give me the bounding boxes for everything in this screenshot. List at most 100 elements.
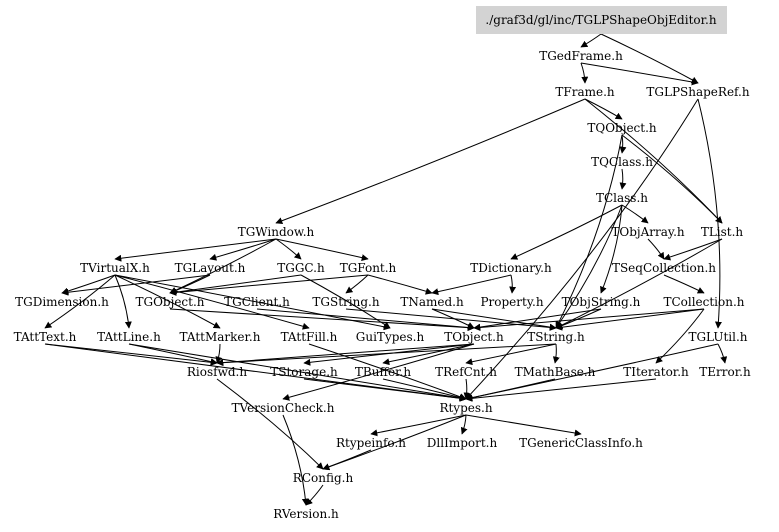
- node-tgdimension[interactable]: TGDimension.h: [15, 295, 109, 309]
- node-tqobject[interactable]: TQObject.h: [587, 121, 657, 135]
- edge-tversioncheck-to-rversion: [282, 414, 309, 506]
- edge-tcollection-to-titerator: [655, 308, 705, 364]
- edge-tobject-to-riosfwd: [216, 343, 475, 367]
- node-tversioncheck[interactable]: TVersionCheck.h: [232, 401, 335, 415]
- edge-tlist-to-tseqcollection: [663, 238, 723, 261]
- edge-tgwindow-to-tvirtualx: [114, 238, 277, 262]
- edge-tstring-to-tmathbase: [552, 343, 560, 364]
- edge-tvirtualx-to-tattmarker: [114, 274, 221, 329]
- edge-tseqcollection-to-tcollection: [663, 274, 705, 294]
- edge-tgfont-to-tnamed: [367, 274, 433, 295]
- node-tmathbase[interactable]: TMathBase.h: [515, 365, 596, 379]
- node-tseqcollection[interactable]: TSeqCollection.h: [612, 261, 716, 275]
- edge-tgobject-to-tobject: [169, 308, 475, 332]
- node-dllimport[interactable]: DllImport.h: [427, 436, 498, 450]
- node-tcollection[interactable]: TCollection.h: [663, 295, 744, 309]
- edge-tglayout-to-tgdimension: [61, 274, 211, 296]
- edge-riosfwd-to-rconfig: [216, 378, 324, 470]
- edge-tglutil-to-rtypes: [465, 343, 719, 402]
- edge-tgwindow-to-tglayout: [209, 238, 277, 261]
- node-tqclass[interactable]: TQClass.h: [591, 155, 653, 169]
- edge-tobject-to-tbuffer: [382, 343, 475, 366]
- node-tframe[interactable]: TFrame.h: [555, 85, 615, 99]
- node-tggc[interactable]: TGGC.h: [277, 261, 325, 275]
- node-tglayout[interactable]: TGLayout.h: [175, 261, 246, 275]
- edge-tgedframe-to-tglpshaperef: [580, 62, 699, 86]
- edge-tattline-to-rtypes: [128, 343, 467, 402]
- edge-tobjstring-to-tobject: [473, 308, 602, 331]
- node-tgfont[interactable]: TGFont.h: [340, 261, 397, 275]
- node-tlist[interactable]: TList.h: [701, 225, 744, 239]
- edge-rconfig-to-rversion: [305, 484, 324, 506]
- edge-tattline-to-riosfwd: [128, 343, 218, 366]
- node-tattline[interactable]: TAttLine.h: [97, 330, 161, 344]
- edge-tgfont-to-tgstring: [345, 274, 369, 294]
- edge-tdictionary-to-property: [509, 274, 517, 294]
- edge-tattfill-to-rtypes: [308, 343, 467, 401]
- node-rtypeinfo[interactable]: Rtypeinfo.h: [336, 436, 406, 450]
- node-tobject[interactable]: TObject.h: [444, 330, 504, 344]
- node-rtypes[interactable]: Rtypes.h: [439, 401, 492, 415]
- edge-tclass-to-tdictionary: [510, 204, 623, 260]
- edge-tstorage-to-rtypes: [303, 378, 467, 402]
- edge-tvirtualx-to-tatttext: [44, 274, 116, 329]
- edge-tglutil-to-terror: [717, 343, 728, 364]
- node-rversion[interactable]: RVersion.h: [273, 507, 339, 521]
- node-tatttext[interactable]: TAttText.h: [14, 330, 77, 344]
- root-node-box[interactable]: [476, 6, 727, 34]
- node-tgwindow[interactable]: TGWindow.h: [238, 225, 315, 239]
- edge-rtypes-to-rtypeinfo: [370, 414, 467, 437]
- node-tgenericclassinfo[interactable]: TGenericClassInfo.h: [519, 436, 643, 450]
- node-tobjstring[interactable]: TObjString.h: [562, 295, 641, 309]
- node-tglutil[interactable]: TGLUtil.h: [688, 330, 747, 344]
- edge-tclass-to-tobjarray: [621, 204, 649, 224]
- edge-tstring-to-trefcnt: [465, 343, 557, 366]
- node-tattmarker[interactable]: TAttMarker.h: [180, 330, 261, 344]
- edge-tgwindow-to-tgfont: [275, 238, 369, 262]
- node-tgobject[interactable]: TGObject.h: [135, 295, 204, 309]
- node-rconfig[interactable]: RConfig.h: [293, 471, 354, 485]
- edge-tggc-to-tgobject: [169, 274, 302, 296]
- edge-tclass-to-tobjstring: [600, 204, 623, 294]
- node-tbuffer[interactable]: TBuffer.h: [355, 365, 411, 379]
- node-trefcnt[interactable]: TRefCnt.h: [435, 365, 497, 379]
- edge-tlist-to-tstring: [555, 238, 723, 329]
- node-tclass[interactable]: TClass.h: [596, 191, 648, 205]
- node-tobjarray[interactable]: TObjArray.h: [611, 225, 685, 239]
- node-tstring[interactable]: TString.h: [527, 330, 585, 344]
- node-tgclient[interactable]: TGClient.h: [224, 295, 290, 309]
- node-titerator[interactable]: TIterator.h: [623, 365, 689, 379]
- node-property[interactable]: Property.h: [480, 295, 543, 309]
- edge-root-to-tglpshaperef: [600, 33, 699, 84]
- root-node-label[interactable]: ./graf3d/gl/inc/TGLPShapeObjEditor.h: [485, 13, 716, 27]
- edge-tatttext-to-riosfwd: [44, 343, 218, 366]
- node-tglpshaperef[interactable]: TGLPShapeRef.h: [646, 85, 749, 99]
- edge-tgwindow-to-tggc: [275, 238, 302, 260]
- edge-tstring-to-riosfwd: [216, 343, 557, 367]
- node-terror[interactable]: TError.h: [699, 365, 751, 379]
- node-tnamed[interactable]: TNamed.h: [400, 295, 464, 309]
- edge-tglpshaperef-to-rtypes: [465, 98, 699, 400]
- edge-tqobject-to-tlist: [621, 134, 723, 224]
- edge-tobject-to-tversioncheck: [282, 343, 475, 401]
- node-riosfwd[interactable]: Riosfwd.h: [187, 365, 247, 379]
- edge-tdictionary-to-tnamed: [431, 274, 512, 296]
- edge-tvirtualx-to-tattline: [114, 274, 132, 329]
- edge-tglpshaperef-to-tglutil: [697, 98, 722, 329]
- edge-tatttext-to-rtypes: [44, 343, 467, 402]
- edge-tqclass-to-tclass: [619, 168, 627, 190]
- node-guitypes[interactable]: GuiTypes.h: [356, 330, 425, 344]
- node-tgedframe[interactable]: TGedFrame.h: [539, 49, 623, 63]
- node-tvirtualx[interactable]: TVirtualX.h: [80, 261, 150, 275]
- edge-tcollection-to-tobject: [473, 308, 705, 331]
- node-tgstring[interactable]: TGString.h: [312, 295, 379, 309]
- node-tstorage[interactable]: TStorage.h: [270, 365, 338, 379]
- edge-tframe-to-tqobject: [584, 98, 623, 120]
- node-tdictionary[interactable]: TDictionary.h: [470, 261, 552, 275]
- edge-tgstring-to-tstring: [345, 308, 557, 331]
- edge-tattmarker-to-riosfwd: [215, 343, 223, 364]
- edge-tnamed-to-tstring: [431, 308, 557, 331]
- node-tattfill[interactable]: TAttFill.h: [281, 330, 338, 344]
- edge-tobjstring-to-tstring: [555, 308, 602, 329]
